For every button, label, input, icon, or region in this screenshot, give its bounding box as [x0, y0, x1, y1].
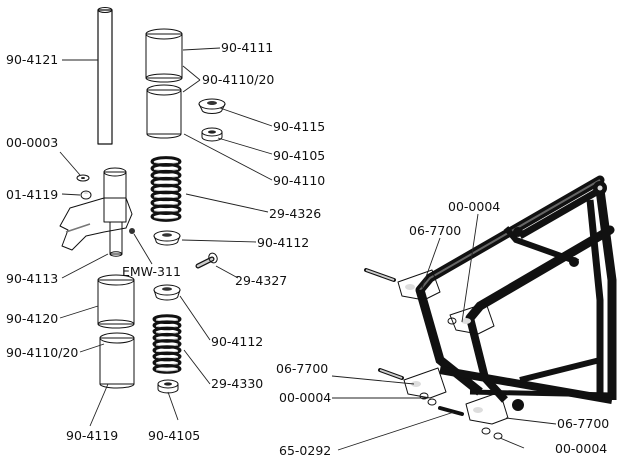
label-90-4110-20-lower: 90-4110/20 — [6, 345, 78, 360]
label-90-4111: 90-4111 — [221, 40, 273, 55]
sleeve-90-4110-20-lower — [99, 332, 135, 389]
label-emw-311: EMW-311 — [122, 264, 181, 279]
leader-lines — [59, 47, 557, 451]
part-labels: 90-4121 90-4111 90-4110/20 00-0003 90-41… — [6, 40, 609, 458]
rod-90-4121 — [97, 7, 113, 145]
label-00-0004-mid: 00-0004 — [279, 390, 331, 405]
label-90-4112-lower: 90-4112 — [211, 334, 263, 349]
label-29-4327: 29-4327 — [235, 273, 287, 288]
label-90-4115: 90-4115 — [273, 119, 325, 134]
label-29-4330: 29-4330 — [211, 376, 263, 391]
label-01-4119: 01-4119 — [6, 187, 58, 202]
fork-crown-90-4113 — [59, 167, 135, 257]
sleeve-90-4111 — [145, 28, 183, 83]
sleeve-90-4120 — [97, 274, 135, 329]
label-00-0003: 00-0003 — [6, 135, 58, 150]
cap-90-4115 — [198, 98, 226, 114]
label-90-4120: 90-4120 — [6, 311, 58, 326]
label-90-4110: 90-4110 — [273, 173, 325, 188]
label-06-7700-right: 06-7700 — [557, 416, 609, 431]
label-06-7700-top: 06-7700 — [409, 223, 461, 238]
label-00-0004-top: 00-0004 — [448, 199, 500, 214]
spring-29-4326 — [150, 156, 182, 222]
label-90-4119: 90-4119 — [66, 428, 118, 443]
label-29-4326: 29-4326 — [269, 206, 321, 221]
cup-90-4112-lower — [153, 284, 181, 301]
washer-00-0003 — [76, 174, 90, 182]
label-90-4105-lower: 90-4105 — [148, 428, 200, 443]
label-65-0292: 65-0292 — [279, 443, 331, 458]
sidecar-frame — [364, 175, 617, 440]
label-90-4113: 90-4113 — [6, 271, 58, 286]
nut-90-4105-upper — [201, 127, 223, 142]
nut-90-4105-lower — [157, 379, 179, 394]
label-06-7700-mid: 06-7700 — [276, 361, 328, 376]
label-90-4121: 90-4121 — [6, 52, 58, 67]
sleeve-90-4110-20-upper — [146, 84, 182, 139]
cup-90-4112-upper — [153, 230, 181, 246]
label-90-4105-upper: 90-4105 — [273, 148, 325, 163]
grease-nipple-01-4119 — [80, 190, 92, 200]
label-90-4112-upper: 90-4112 — [257, 235, 309, 250]
label-90-4110-20-upper: 90-4110/20 — [202, 72, 274, 87]
spring-29-4330 — [152, 314, 182, 374]
bolt-29-4327 — [195, 252, 218, 269]
label-00-0004-right: 00-0004 — [555, 441, 607, 456]
